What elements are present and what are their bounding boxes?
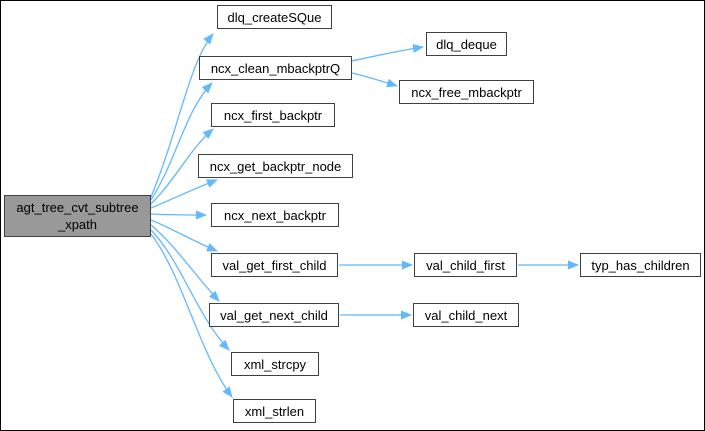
edge-root-to-val_get_first_child xyxy=(150,219,218,252)
node-label: typ_has_children xyxy=(591,257,690,273)
node-label: ncx_clean_mbackptrQ xyxy=(210,60,341,76)
node-agt_tree_cvt_subtree_xpath: agt_tree_cvt_subtree _xpath xyxy=(4,195,151,237)
node-label: dlq_createSQue xyxy=(227,9,322,25)
edge-ncx_clean_mbackptrQ-to-dlq_deque xyxy=(351,44,424,62)
node-xml_strcpy[interactable]: xml_strcpy xyxy=(231,352,319,376)
node-label: val_child_first xyxy=(426,257,505,273)
edge-root-to-ncx_clean_mbackptrQ xyxy=(150,82,213,201)
node-val_get_next_child[interactable]: val_get_next_child xyxy=(209,303,339,327)
node-ncx_clean_mbackptrQ[interactable]: ncx_clean_mbackptrQ xyxy=(199,56,352,80)
edge-ncx_clean_mbackptrQ-to-ncx_free_mbackptr xyxy=(351,72,398,88)
node-label: val_child_next xyxy=(424,307,508,323)
edge-root-to-ncx_get_backptr_node xyxy=(150,179,218,209)
node-xml_strlen[interactable]: xml_strlen xyxy=(233,399,316,423)
node-label: dlq_deque xyxy=(436,36,497,52)
node-label: ncx_next_backptr xyxy=(224,207,326,223)
node-label-line1: agt_tree_cvt_subtree xyxy=(16,200,139,215)
node-ncx_first_backptr[interactable]: ncx_first_backptr xyxy=(211,103,335,127)
node-label: xml_strcpy xyxy=(243,356,307,372)
node-ncx_next_backptr[interactable]: ncx_next_backptr xyxy=(211,203,339,227)
edge-root-to-xml_strcpy xyxy=(150,229,230,351)
node-ncx_free_mbackptr[interactable]: ncx_free_mbackptr xyxy=(399,80,534,104)
node-typ_has_children[interactable]: typ_has_children xyxy=(580,253,701,277)
node-dlq_createSQue[interactable]: dlq_createSQue xyxy=(217,5,332,29)
edge-root-to-val_get_next_child xyxy=(150,224,220,302)
node-dlq_deque[interactable]: dlq_deque xyxy=(426,32,507,56)
node-val_child_next[interactable]: val_child_next xyxy=(413,303,519,327)
node-label: xml_strlen xyxy=(244,403,305,419)
node-label: ncx_get_backptr_node xyxy=(209,158,342,174)
node-label: ncx_free_mbackptr xyxy=(411,84,522,100)
node-label: ncx_first_backptr xyxy=(223,107,323,123)
node-val_child_first[interactable]: val_child_first xyxy=(414,253,517,277)
node-label-line2: _xpath xyxy=(57,217,98,232)
edge-root-to-ncx_next_backptr xyxy=(150,210,207,220)
node-label: val_get_first_child xyxy=(222,257,327,273)
node-val_get_first_child[interactable]: val_get_first_child xyxy=(211,253,338,277)
node-label: val_get_next_child xyxy=(220,307,328,323)
node-ncx_get_backptr_node[interactable]: ncx_get_backptr_node xyxy=(198,154,353,178)
